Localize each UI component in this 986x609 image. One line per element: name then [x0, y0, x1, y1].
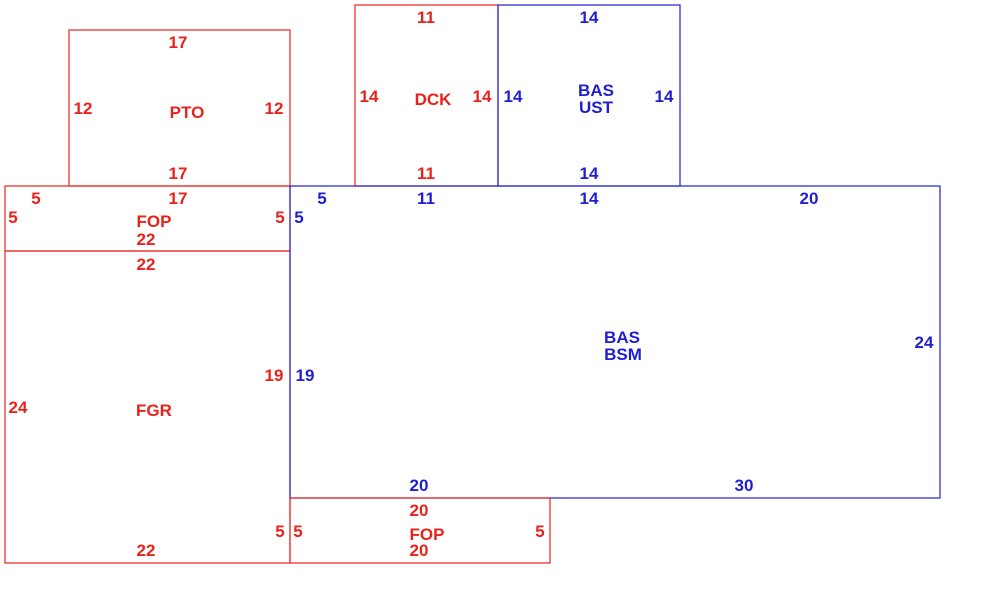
fop-top-bottom-dimension: 22: [137, 230, 156, 249]
bas-bsm-outline: [289, 185, 941, 499]
fop-bottom-outline: [289, 497, 551, 564]
bas-bsm-top-dimension-d: 20: [800, 189, 819, 208]
fgr-left-dimension: 24: [9, 398, 28, 417]
area-bas-bsm: 5 11 14 20 5 BAS BSM 24 19 20 30: [289, 185, 941, 499]
area-fop-top: 5 17 5 5 FOP 22: [4, 185, 291, 252]
pto-right-dimension: 12: [265, 99, 284, 118]
bas-bsm-top-dimension-c: 14: [580, 189, 599, 208]
fop-top-right-dimension: 5: [275, 208, 284, 227]
pto-bottom-dimension: 17: [169, 164, 188, 183]
fgr-bottom-right-dimension: 5: [275, 522, 284, 541]
fop-top-corner-dimension: 5: [31, 189, 40, 208]
bas-bsm-left-top-dimension: 5: [294, 208, 303, 227]
bas-ust-left-dimension: 14: [504, 87, 523, 106]
area-fop-bottom: 20 5 FOP 5 20: [289, 497, 551, 564]
fop-bottom-bottom-dimension: 20: [410, 541, 429, 560]
fgr-bottom-dimension: 22: [137, 541, 156, 560]
pto-left-dimension: 12: [74, 99, 93, 118]
fop-top-top-dimension: 17: [169, 189, 188, 208]
pto-top-dimension: 17: [169, 33, 188, 52]
bas-bsm-label-line-1: BAS: [604, 328, 640, 347]
fgr-right-dimension: 19: [265, 366, 284, 385]
fop-top-left-dimension: 5: [8, 208, 17, 227]
bas-bsm-bottom-dimension-a: 20: [410, 476, 429, 495]
bas-ust-label-line-1: BAS: [578, 81, 614, 100]
bas-bsm-label-line-2: BSM: [604, 345, 642, 364]
area-fgr: 22 24 FGR 19 5 22: [4, 250, 291, 564]
area-bas-ust: 14 BAS UST 14 14 14: [497, 4, 681, 187]
bas-bsm-left-dimension: 19: [296, 366, 315, 385]
bas-bsm-top-dimension-a: 5: [317, 189, 326, 208]
fop-bottom-top-dimension: 20: [410, 501, 429, 520]
bas-ust-label-line-2: UST: [579, 98, 614, 117]
bas-bsm-top-dimension-b: 11: [417, 189, 435, 208]
dck-label: DCK: [415, 90, 453, 109]
area-dck: 11 DCK 14 14 11: [354, 4, 499, 187]
fop-bottom-left-dimension: 5: [293, 522, 302, 541]
fgr-label: FGR: [136, 401, 172, 420]
fop-bottom-label: FOP: [410, 525, 445, 544]
dck-left-dimension: 14: [360, 87, 379, 106]
dck-right-dimension: 14: [473, 87, 492, 106]
bas-ust-bottom-dimension: 14: [580, 164, 599, 183]
area-pto: 17 PTO 12 12 17: [68, 29, 291, 187]
fgr-top-dimension: 22: [137, 255, 156, 274]
bas-ust-top-dimension: 14: [580, 8, 599, 27]
bas-ust-right-dimension: 14: [655, 87, 674, 106]
fop-top-label: FOP: [137, 212, 172, 231]
bas-bsm-bottom-dimension-b: 30: [735, 476, 754, 495]
fop-bottom-right-dimension: 5: [535, 522, 544, 541]
dck-bottom-dimension: 11: [417, 164, 435, 183]
bas-bsm-right-dimension: 24: [915, 333, 934, 352]
pto-label: PTO: [170, 103, 205, 122]
dck-top-dimension: 11: [417, 8, 435, 27]
